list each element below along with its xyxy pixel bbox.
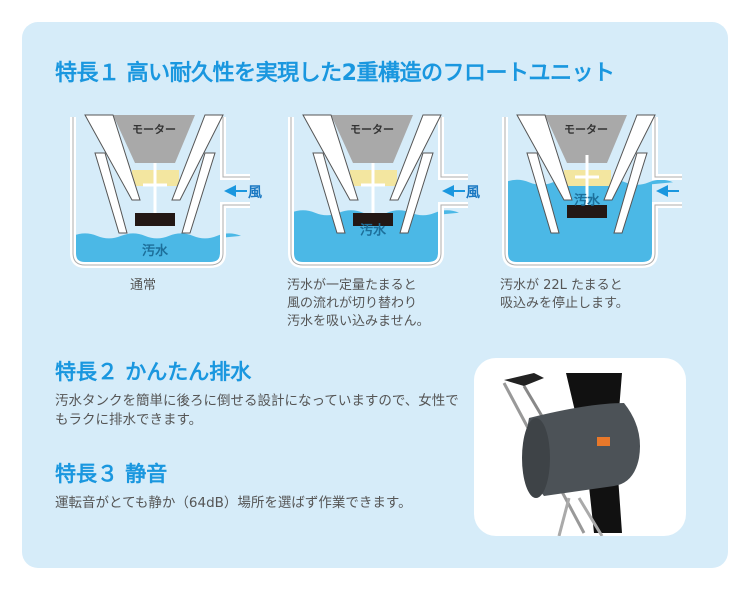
water-label: 汚水 [360,223,387,239]
motor [545,115,627,163]
water-label: 汚水 [142,243,169,259]
motor-label: モーター [132,123,176,136]
water [73,233,241,262]
motor [113,115,195,163]
inner-wall-left [84,114,141,201]
tank-wall [502,117,682,268]
feature1-title: 特長１ 高い耐久性を実現した2重構造のフロートユニット [55,61,615,86]
water [505,179,673,262]
wind-label: 風 [248,185,262,201]
float-diagram-switching: モーター 汚水 風 [283,105,483,270]
tank-wall [70,117,250,268]
feature2-title: 特長２ かんたん排水 [55,360,252,384]
caption-stopped: 汚水が 22L たまると 吸込みを停止します。 [500,278,629,311]
water [291,210,459,262]
feature3-text: 運転音がとても静か（64dB）場所を選ばず作業できます。 [55,495,412,511]
caption-switching: 汚水が一定量たまると 風の流れが切り替わり 汚水を吸い込みません。 [287,278,430,329]
float [567,205,607,218]
inner-wall-left [302,114,359,201]
tank-wall [288,117,468,268]
motor-label: モーター [350,123,394,136]
feature2-text: 汚水タンクを簡単に後ろに倒せる設計になっていますので、女性でもラクに排水できます… [55,393,459,428]
inner-wall-right [171,114,224,201]
caption-normal: 通常 [130,278,157,293]
inner-wall-left [516,114,573,201]
motor-label: モーター [564,123,608,136]
wind-label: 風 [466,185,480,201]
float [353,213,393,226]
float [135,213,175,226]
product-photo [474,358,686,536]
float-diagram-normal: モーター 汚水 風 [65,105,265,270]
water-label: 汚水 [574,192,601,208]
feature3-title: 特長３ 静音 [55,462,168,486]
inner-wall-right [603,114,656,201]
inner-wall-right [389,114,442,201]
float-diagram-stopped: モーター 汚水 [497,105,697,270]
motor [331,115,413,163]
